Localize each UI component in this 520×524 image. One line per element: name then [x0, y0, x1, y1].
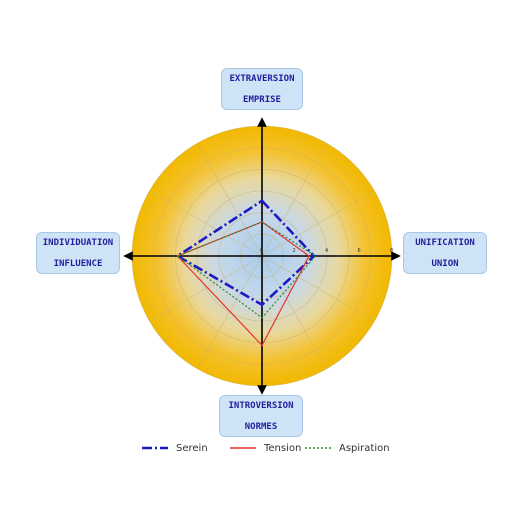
grid-spoke — [149, 190, 263, 257]
axis-label-top-line2: EMPRISE — [243, 95, 281, 105]
legend-item-serein: Serein — [142, 439, 208, 457]
tick-label: 8 — [390, 248, 393, 254]
axis-label-bottom-line2: NORMES — [244, 422, 278, 432]
series-aspiration — [176, 221, 317, 319]
legend-item-tension: Tension — [230, 439, 301, 457]
axis-label-bottom-line1: INTROVERSION — [228, 401, 294, 411]
grid-spoke — [261, 190, 375, 257]
legend-item-aspiration: Aspiration — [305, 439, 390, 457]
grid-spoke — [261, 143, 328, 257]
legend: Serein Tension Aspiration — [142, 439, 390, 457]
grid-spoke — [196, 143, 263, 257]
axis-label-left-line2: INFLUENCE — [53, 259, 103, 269]
axis-label-right-line2: UNION — [431, 259, 459, 269]
grid-spoke — [149, 255, 263, 322]
tick-label: 4 — [325, 248, 328, 254]
tick-label: 2 — [293, 248, 296, 254]
grid-spoke — [261, 255, 328, 369]
axis-label-top-line1: EXTRAVERSION — [229, 74, 295, 84]
legend-swatch-aspiration — [305, 447, 331, 449]
tick-label: 6 — [358, 248, 361, 254]
axis-label-left: INDIVIDUATION INFLUENCE — [36, 232, 120, 274]
series-serein — [175, 199, 316, 307]
legend-label-tension: Tension — [264, 442, 302, 454]
legend-label-serein: Serein — [176, 442, 208, 454]
axis-label-bottom: INTROVERSION NORMES — [219, 395, 303, 437]
axis-label-right-line1: UNIFICATION — [415, 238, 475, 248]
grid-spoke — [196, 255, 263, 369]
legend-label-aspiration: Aspiration — [339, 442, 390, 454]
legend-swatch-serein — [142, 446, 168, 450]
axis-label-left-line1: INDIVIDUATION — [42, 238, 114, 248]
legend-swatch-tension — [230, 447, 256, 449]
grid-spoke — [261, 255, 375, 322]
axis-label-right: UNIFICATION UNION — [403, 232, 487, 274]
tick-label: 0 — [260, 248, 263, 254]
axis-label-top: EXTRAVERSION EMPRISE — [221, 68, 303, 110]
